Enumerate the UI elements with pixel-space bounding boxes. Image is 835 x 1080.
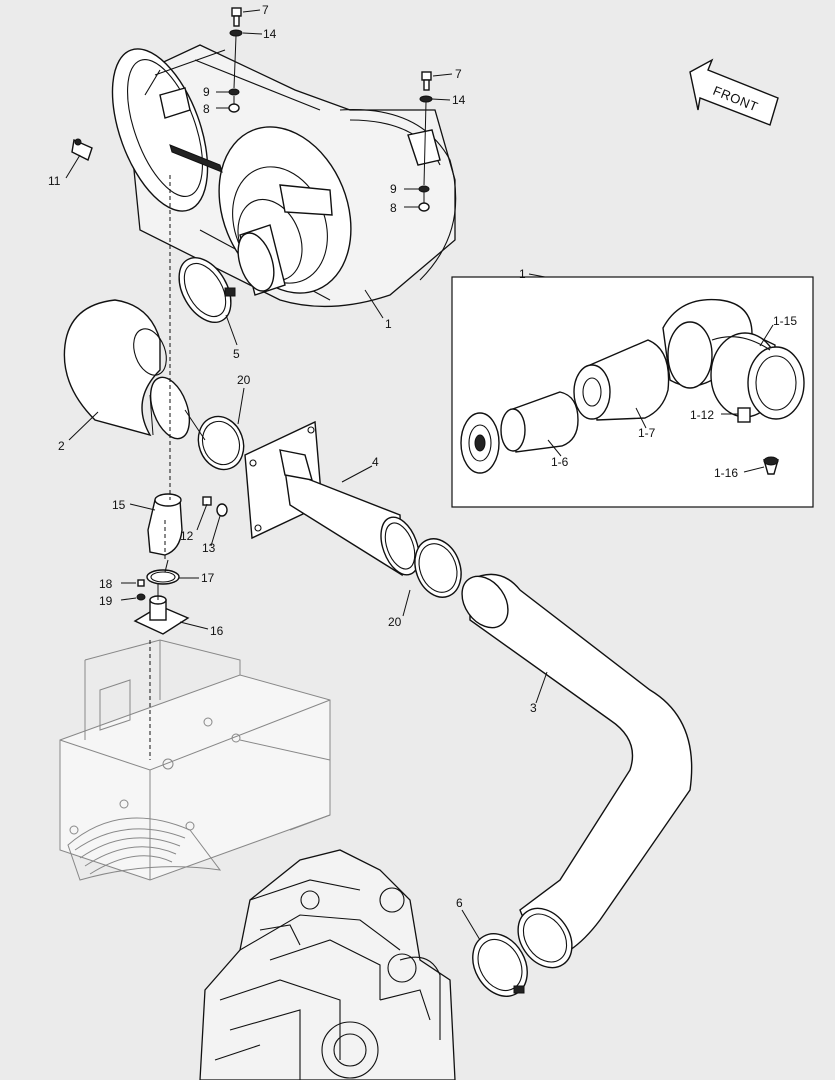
washer-9-left [228, 88, 240, 96]
callout-15: 15 [112, 498, 126, 512]
inset-element-1-7 [573, 339, 670, 421]
front-direction-arrow: FRONT [689, 58, 779, 126]
callout-14-right: 14 [452, 93, 466, 107]
elbow-hose-2 [63, 299, 191, 440]
callout-16: 16 [210, 624, 224, 638]
callout-2: 2 [58, 439, 65, 453]
clamp-6 [472, 933, 528, 997]
callout-9-left: 9 [203, 85, 210, 99]
screw-18 [137, 579, 145, 587]
inset-element-1-6 [460, 391, 579, 474]
callout-1: 1 [385, 317, 392, 331]
inset-housing-1-15 [662, 298, 805, 423]
bolt-12 [202, 496, 212, 506]
callout-14-left: 14 [263, 27, 277, 41]
engine-block-outline [59, 639, 331, 881]
adapter-16 [133, 595, 190, 635]
callout-18: 18 [99, 577, 113, 591]
callout-7-left: 7 [262, 3, 269, 17]
callout-20-upper: 20 [237, 373, 251, 387]
fitting-11 [71, 138, 93, 161]
clamp-20-upper [197, 415, 245, 471]
callout-19: 19 [99, 594, 113, 608]
inset-drain-valve-1-16 [763, 456, 779, 475]
callout-8-right: 8 [390, 201, 397, 215]
callout-1-12: 1-12 [690, 408, 714, 422]
leader-lines [65, 9, 774, 941]
clamp-5 [178, 257, 236, 323]
inset-title: 1 [519, 267, 526, 281]
nut-8-left [228, 103, 240, 113]
elbow-15 [147, 493, 183, 556]
washer-14-right [419, 95, 433, 103]
washer-13 [216, 503, 228, 517]
callout-12: 12 [180, 529, 194, 543]
callout-17: 17 [201, 571, 215, 585]
engine-lower-assembly [199, 849, 456, 1080]
washer-14-left [229, 29, 243, 37]
callout-6: 6 [456, 896, 463, 910]
callout-1-16: 1-16 [714, 466, 738, 480]
washer-9-right [418, 185, 430, 193]
bolt-7-left [231, 7, 242, 27]
callout-3: 3 [530, 701, 537, 715]
bolt-7-right [421, 71, 432, 91]
callout-1-15: 1-15 [773, 314, 797, 328]
callout-1-6: 1-6 [551, 455, 569, 469]
callout-labels: 7 14 9 8 7 14 9 8 11 1 5 2 20 4 15 12 13… [48, 3, 797, 910]
clamp-17 [146, 569, 180, 585]
callout-5: 5 [233, 347, 240, 361]
callout-7-right: 7 [455, 67, 462, 81]
callout-9-right: 9 [390, 182, 397, 196]
callout-20-lower: 20 [388, 615, 402, 629]
inlet-pipe-4 [244, 420, 420, 577]
callout-11: 11 [48, 174, 61, 188]
callout-13: 13 [202, 541, 216, 555]
callout-1-7: 1-7 [638, 426, 656, 440]
air-cleaner-assembly [111, 44, 457, 308]
nut-8-right [418, 202, 430, 212]
hose-3 [461, 573, 693, 969]
washer-19 [136, 593, 146, 601]
callout-8-left: 8 [203, 102, 210, 116]
callout-4: 4 [372, 455, 379, 469]
clamp-20-lower [414, 538, 462, 598]
